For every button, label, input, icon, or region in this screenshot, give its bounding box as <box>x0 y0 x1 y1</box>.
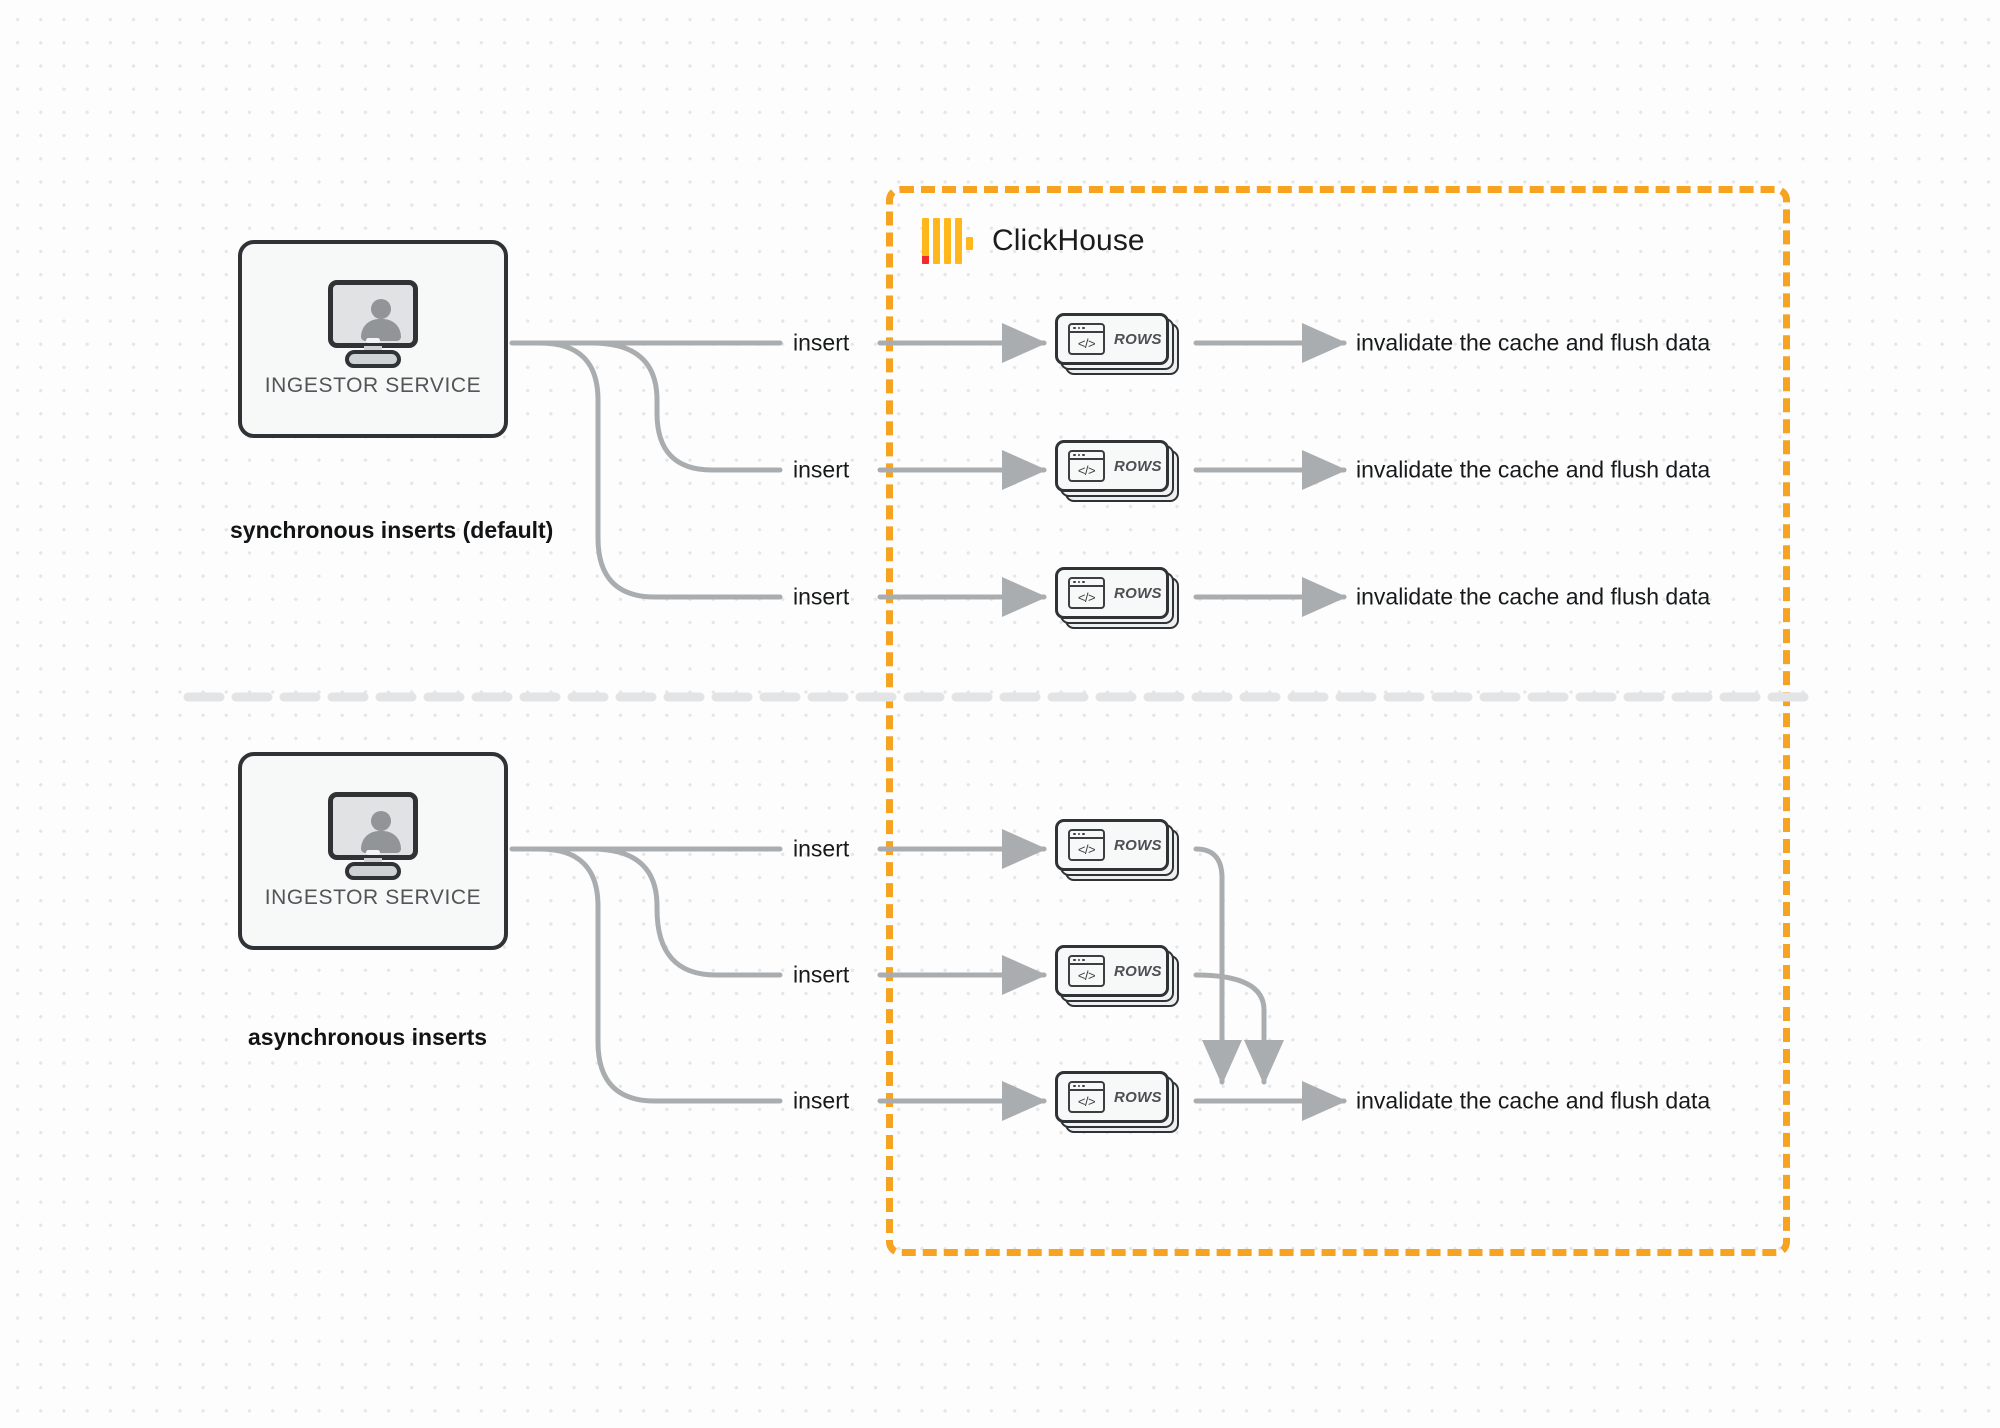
code-glyph: </> <box>1077 589 1096 605</box>
async-branch-2 <box>589 846 783 978</box>
window-dot-3 <box>1082 958 1085 962</box>
window-dot-2 <box>1077 453 1081 457</box>
sync-ingestor-label: INGESTOR SERVICE <box>264 374 482 397</box>
window-dot-3 <box>1082 1084 1085 1088</box>
sync-outcome-label-1: invalidate the cache and flush data <box>1356 329 1711 356</box>
async-ingestor-service[interactable]: INGESTOR SERVICE <box>238 752 508 950</box>
async-outcome-label: invalidate the cache and flush data <box>1356 1087 1711 1114</box>
async-rows-card-2[interactable]: </> ROWS <box>1055 945 1179 1007</box>
window-dot-1 <box>1073 958 1076 962</box>
window-dot-3 <box>1082 832 1085 836</box>
window-dot-3 <box>1082 326 1085 330</box>
code-glyph: </> <box>1077 1093 1096 1109</box>
async-insert-label-1: insert <box>793 835 850 862</box>
async-rows-card-3[interactable]: </> ROWS <box>1055 1071 1179 1133</box>
window-dot-1 <box>1073 326 1076 330</box>
async-rows-card-1[interactable]: </> ROWS <box>1055 819 1179 881</box>
window-dot-2 <box>1077 1084 1081 1088</box>
sync-rows-card-2[interactable]: </> ROWS <box>1055 440 1179 502</box>
monitor-screen <box>328 280 418 348</box>
rows-card-label: ROWS <box>1114 584 1162 602</box>
window-titlebar <box>1070 957 1103 965</box>
card-face: </> ROWS <box>1055 567 1169 619</box>
code-glyph: </> <box>1077 967 1096 983</box>
code-glyph: </> <box>1077 335 1096 351</box>
rows-card-label: ROWS <box>1114 962 1162 980</box>
rows-card-label: ROWS <box>1114 457 1162 475</box>
monitor-stand <box>345 350 401 368</box>
user-head <box>371 811 391 831</box>
logo-nub <box>966 237 973 250</box>
async-insert-label-3: insert <box>793 1087 850 1114</box>
sync-outcome-label-3: invalidate the cache and flush data <box>1356 583 1711 610</box>
rows-card-label: ROWS <box>1114 330 1162 348</box>
monitor-power-indicator <box>366 850 380 855</box>
user-monitor-icon <box>325 280 421 368</box>
window-dot-2 <box>1077 832 1081 836</box>
sync-mode-caption: synchronous inserts (default) <box>230 517 554 543</box>
sync-insert-label-1: insert <box>793 329 850 356</box>
code-window-icon: </> <box>1068 450 1105 482</box>
sync-branch-3 <box>537 340 783 600</box>
user-head <box>371 299 391 319</box>
async-branch-3 <box>537 846 783 1104</box>
window-dot-1 <box>1073 1084 1076 1088</box>
card-face: </> ROWS <box>1055 440 1169 492</box>
monitor-screen <box>328 792 418 860</box>
code-window-icon: </> <box>1068 829 1105 861</box>
sync-outcome-label-2: invalidate the cache and flush data <box>1356 456 1711 483</box>
card-face: </> ROWS <box>1055 819 1169 871</box>
code-window-icon: </> <box>1068 323 1105 355</box>
window-dot-3 <box>1082 453 1085 457</box>
window-titlebar <box>1070 831 1103 839</box>
sync-insert-label-3: insert <box>793 583 850 610</box>
window-dot-2 <box>1077 326 1081 330</box>
rows-card-label: ROWS <box>1114 836 1162 854</box>
code-window-icon: </> <box>1068 1081 1105 1113</box>
logo-bar-1 <box>922 218 929 264</box>
async-ingestor-label: INGESTOR SERVICE <box>264 886 482 909</box>
logo-bar-2 <box>933 218 940 264</box>
sync-ingestor-service[interactable]: INGESTOR SERVICE <box>238 240 508 438</box>
monitor-stand <box>345 862 401 880</box>
sync-branch-2 <box>589 340 783 473</box>
sync-rows-card-3[interactable]: </> ROWS <box>1055 567 1179 629</box>
card-face: </> ROWS <box>1055 313 1169 365</box>
window-titlebar <box>1070 325 1103 333</box>
logo-bar-3 <box>944 218 951 264</box>
async-mode-caption: asynchronous inserts <box>248 1024 488 1050</box>
window-dot-1 <box>1073 580 1076 584</box>
user-monitor-icon <box>325 792 421 880</box>
code-glyph: </> <box>1077 462 1096 478</box>
async-insert-label-2: insert <box>793 961 850 988</box>
user-body <box>361 831 401 853</box>
logo-bar-4 <box>955 218 962 264</box>
monitor-power-indicator <box>366 338 380 343</box>
clickhouse-brand: ClickHouse <box>922 218 1145 264</box>
window-dot-2 <box>1077 958 1081 962</box>
user-body <box>361 319 401 341</box>
window-dot-2 <box>1077 580 1081 584</box>
window-dot-3 <box>1082 580 1085 584</box>
code-window-icon: </> <box>1068 955 1105 987</box>
card-face: </> ROWS <box>1055 945 1169 997</box>
clickhouse-boundary <box>886 186 1790 1256</box>
rows-card-label: ROWS <box>1114 1088 1162 1106</box>
window-titlebar <box>1070 1083 1103 1091</box>
logo-red-block <box>922 256 929 264</box>
sync-rows-card-1[interactable]: </> ROWS <box>1055 313 1179 375</box>
window-titlebar <box>1070 579 1103 587</box>
clickhouse-wordmark: ClickHouse <box>992 224 1145 257</box>
code-window-icon: </> <box>1068 577 1105 609</box>
window-dot-1 <box>1073 832 1076 836</box>
sync-insert-label-2: insert <box>793 456 850 483</box>
window-dot-1 <box>1073 453 1076 457</box>
window-titlebar <box>1070 452 1103 460</box>
code-glyph: </> <box>1077 841 1096 857</box>
card-face: </> ROWS <box>1055 1071 1169 1123</box>
clickhouse-logo <box>922 218 973 264</box>
